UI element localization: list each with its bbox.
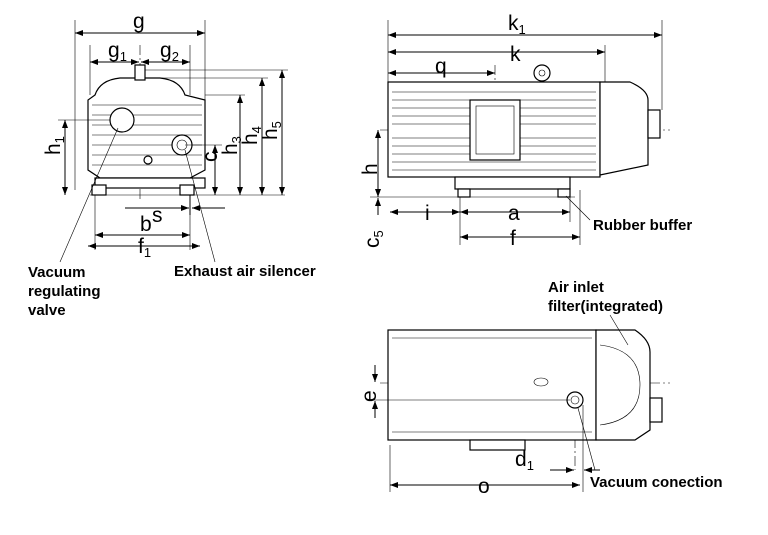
callout-exhaust-air-silencer: Exhaust air silencer: [174, 263, 316, 280]
dim-f: f: [510, 227, 516, 250]
dim-g2: g2: [160, 39, 179, 64]
top-dimensions: e d1 o: [358, 314, 629, 498]
regulating-valve-knob: [109, 107, 135, 133]
dim-c: c: [199, 152, 222, 163]
dim-a: a: [508, 202, 520, 225]
dim-d1: d1: [515, 448, 534, 473]
side-view: [380, 64, 670, 198]
dim-h3: h3: [219, 136, 244, 155]
callout-air-inlet-filter: Air inlet filter(integrated): [548, 279, 663, 315]
dim-k1: k1: [508, 12, 526, 37]
dim-b: b: [140, 213, 152, 236]
front-view: [87, 45, 206, 215]
front-dimensions: g g1 g2 h1 c h3 h4 h5 s b f1: [42, 10, 288, 263]
dim-h: h: [359, 163, 382, 175]
dim-e: e: [358, 390, 381, 402]
callout-vacuum-connection: Vacuum conection: [590, 474, 723, 491]
dim-g1: g1: [108, 39, 127, 64]
dim-k: k: [510, 43, 521, 66]
callout-rubber-buffer: Rubber buffer: [593, 217, 692, 234]
dim-i: i: [425, 202, 430, 225]
dim-s: s: [152, 204, 163, 227]
dim-o: o: [478, 475, 490, 498]
top-view: [380, 329, 670, 470]
dim-h5: h5: [259, 121, 284, 140]
dim-q: q: [435, 55, 447, 78]
dim-g: g: [133, 10, 145, 33]
dim-f1: f1: [138, 235, 151, 260]
dim-h4: h4: [239, 126, 264, 145]
dim-h1: h1: [42, 136, 67, 155]
dim-c5: c5: [361, 230, 386, 248]
callout-vacuum-regulating-valve: Vacuum regulating valve: [28, 264, 105, 319]
side-dimensions: k1 k q h c5 i a f: [359, 12, 663, 250]
